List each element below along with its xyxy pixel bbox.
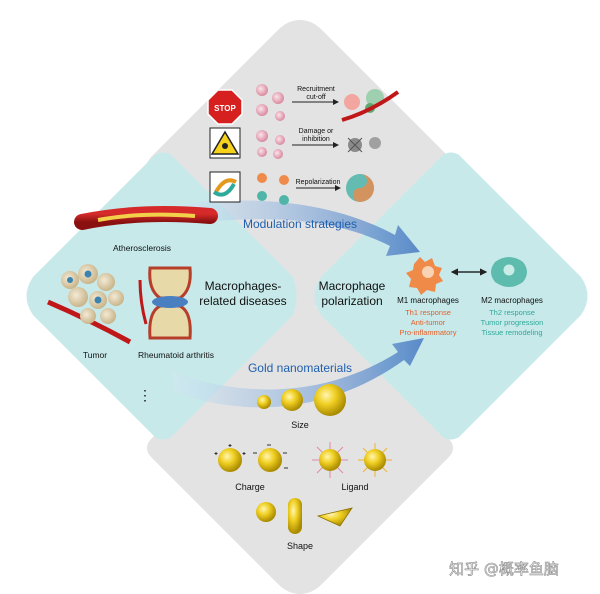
arrow-diseases-to-strategies bbox=[175, 200, 420, 256]
more-diseases-ellipsis: ⋮ bbox=[138, 387, 152, 403]
hazard-icon bbox=[209, 127, 241, 159]
size-label: Size bbox=[291, 420, 309, 430]
m2-trait-2: Tumor progression bbox=[481, 318, 544, 327]
m1-trait-1: Th1 response bbox=[405, 308, 451, 317]
joint-icon bbox=[138, 266, 192, 340]
m2-macrophage-icon bbox=[491, 257, 527, 287]
polarization-title-1: Macrophage bbox=[319, 279, 386, 293]
m1-label: M1 macrophages bbox=[397, 296, 459, 305]
size-spheres-icon bbox=[257, 384, 346, 416]
recruitment-result-icon bbox=[341, 89, 400, 122]
polarizing-cells-icon bbox=[257, 173, 289, 205]
ligand-spheres-icon bbox=[312, 442, 392, 478]
recruitment-label-2: cut-off bbox=[306, 94, 325, 101]
watermark-text: 知乎 @概率鱼脑 bbox=[449, 560, 559, 578]
m1-macrophage-icon bbox=[406, 257, 443, 295]
diseases-title-2: related diseases bbox=[199, 294, 286, 308]
damage-label-2: inhibition bbox=[302, 136, 330, 143]
strategies-title: Modulation strategies bbox=[243, 217, 357, 231]
repolarization-label: Repolarization bbox=[296, 179, 341, 186]
damage-label-1: Damage or bbox=[299, 128, 334, 135]
charge-spheres-icon bbox=[214, 444, 288, 472]
damage-cells-icon bbox=[256, 130, 285, 159]
yin-yang-icon bbox=[346, 174, 374, 202]
arrow-diseases-to-gold bbox=[172, 338, 424, 408]
diseases-title-1: Macrophages- bbox=[205, 279, 282, 293]
charge-label: Charge bbox=[235, 482, 265, 492]
m1-trait-2: Anti-tumor bbox=[411, 318, 446, 327]
polarization-title-2: polarization bbox=[321, 294, 382, 308]
m2-trait-3: Tissue remodeling bbox=[482, 328, 543, 337]
artery-icon bbox=[74, 206, 218, 230]
m2-label: M2 macrophages bbox=[481, 296, 543, 305]
shape-label: Shape bbox=[287, 541, 313, 551]
recruitment-label-1: Recruitment bbox=[297, 86, 335, 93]
atherosclerosis-label: Atherosclerosis bbox=[113, 243, 171, 253]
shape-particles-icon bbox=[256, 498, 353, 534]
recruitment-cells-icon bbox=[256, 84, 285, 121]
nanomaterials-title: Gold nanomaterials bbox=[248, 361, 352, 375]
m2-trait-1: Th2 response bbox=[489, 308, 535, 317]
repolarization-icon bbox=[209, 171, 241, 203]
m1-trait-3: Pro-inflammatory bbox=[399, 328, 456, 337]
ligand-label: Ligand bbox=[341, 482, 368, 492]
stop-text: STOP bbox=[214, 104, 236, 113]
tumor-icon bbox=[47, 264, 132, 345]
damaged-cells-icon bbox=[347, 137, 381, 153]
tumor-label: Tumor bbox=[83, 350, 107, 360]
rheumatoid-label: Rheumatoid arthritis bbox=[138, 350, 214, 360]
stop-sign-icon: STOP bbox=[207, 89, 243, 125]
